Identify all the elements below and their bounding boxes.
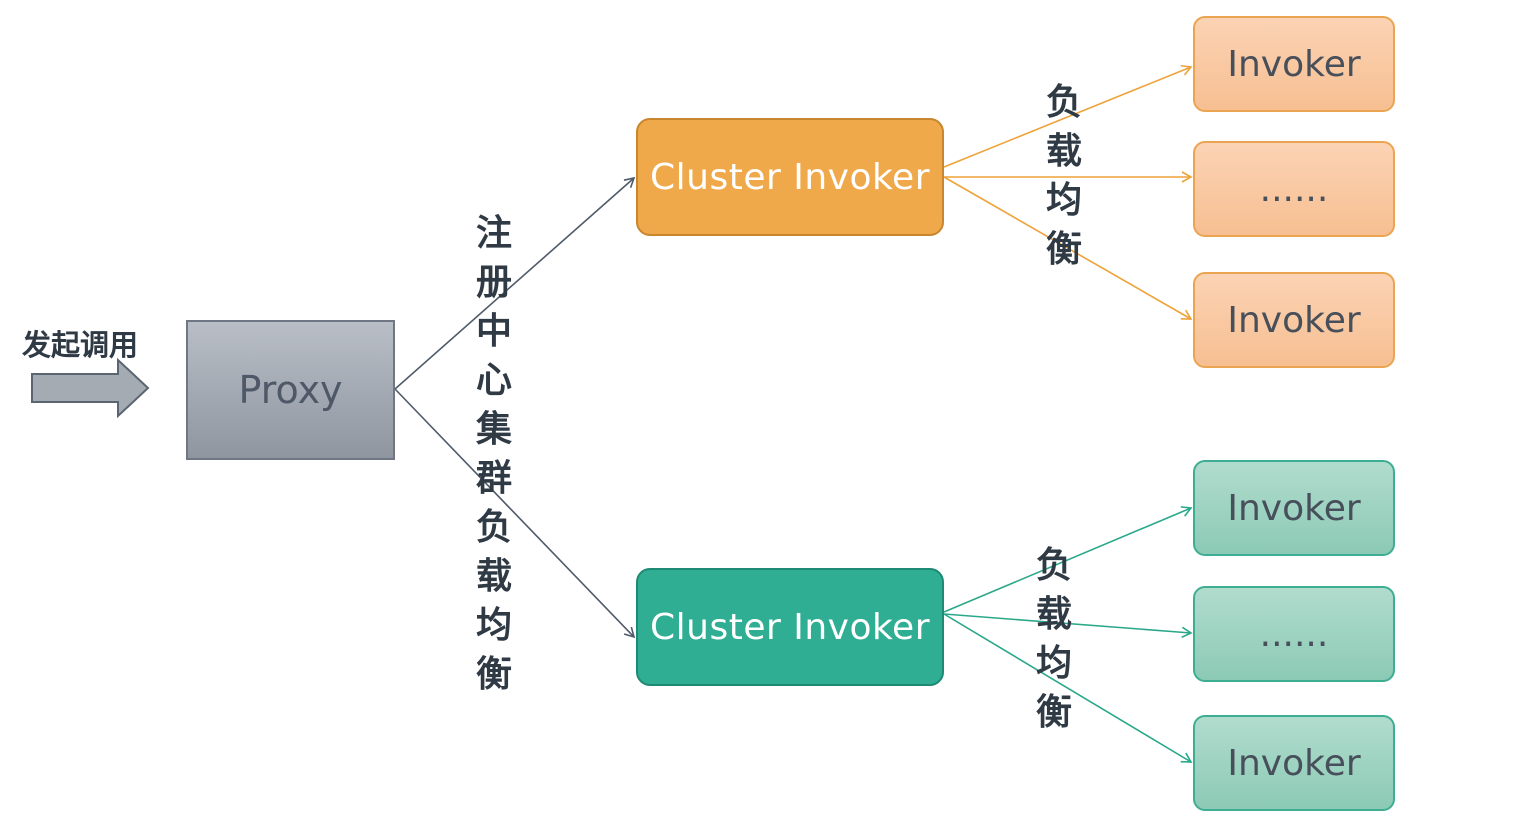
top-cluster-to-invoker-3-arrow — [943, 176, 1193, 320]
start-call-label: 发起调用 — [22, 328, 139, 362]
top-invoker-1: Invoker — [1193, 16, 1395, 112]
proxy-to-bottom-cluster-arrow — [394, 388, 636, 639]
bottom-invoker-ellipsis: ...... — [1193, 586, 1395, 682]
top-cluster-invoker: Cluster Invoker — [636, 118, 944, 236]
bottom-cluster-to-invoker-3-arrow — [943, 613, 1193, 763]
top-lb-label: 负载均衡 — [1045, 82, 1082, 270]
proxy-to-top-cluster-arrow — [394, 176, 636, 390]
bottom-cluster-invoker: Cluster Invoker — [636, 568, 944, 686]
bottom-invoker-1: Invoker — [1193, 460, 1395, 556]
bottom-lb-label: 负载均衡 — [1035, 545, 1072, 733]
start-arrow-icon — [31, 357, 150, 419]
bottom-cluster-to-invoker-2-arrow — [943, 613, 1193, 639]
proxy-node: Proxy — [186, 320, 395, 460]
top-invoker-ellipsis: ...... — [1193, 141, 1395, 237]
bottom-cluster-to-invoker-1-arrow — [943, 506, 1193, 613]
registry-lb-label: 注册中心集群负载均衡 — [475, 213, 512, 695]
top-cluster-to-invoker-1-arrow — [943, 64, 1193, 168]
bottom-invoker-2: Invoker — [1193, 715, 1395, 811]
top-invoker-2: Invoker — [1193, 272, 1395, 368]
